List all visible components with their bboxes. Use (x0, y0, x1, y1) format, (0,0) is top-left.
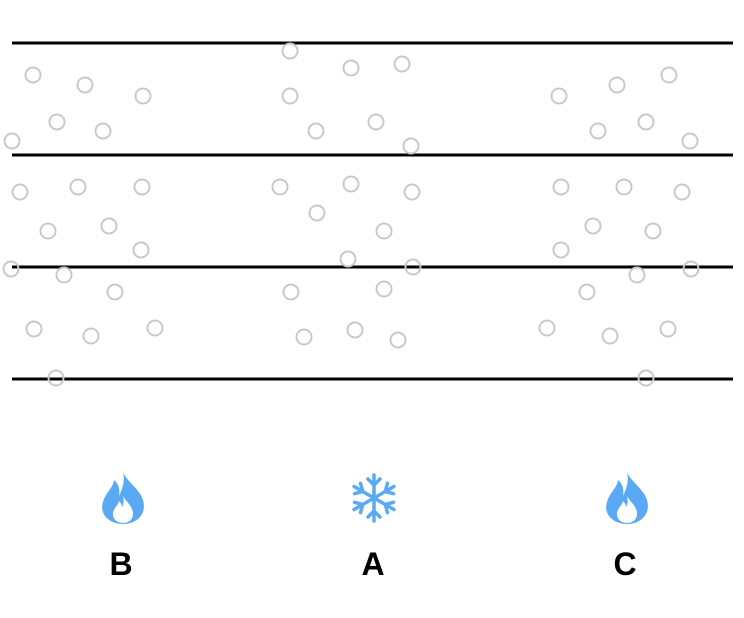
particle (106, 283, 124, 301)
particle (146, 319, 164, 337)
particle (281, 87, 299, 105)
particle (11, 183, 29, 201)
column-label-a: A (361, 546, 385, 582)
particle (659, 320, 677, 338)
particle (281, 42, 299, 60)
particle (608, 76, 626, 94)
particles-group (2, 42, 700, 387)
particle (375, 280, 393, 298)
particle (637, 369, 655, 387)
particle (615, 178, 633, 196)
particle (589, 122, 607, 140)
particle (307, 122, 325, 140)
flame-icon (98, 470, 148, 526)
particle (308, 204, 326, 222)
particle (637, 113, 655, 131)
particle-diagram (2, 41, 733, 387)
particle (660, 66, 678, 84)
particle (342, 175, 360, 193)
particle (402, 137, 420, 155)
particle (25, 320, 43, 338)
particle (47, 369, 65, 387)
particle (389, 331, 407, 349)
particle (673, 183, 691, 201)
snowflake-icon (349, 470, 399, 526)
particle (132, 241, 150, 259)
particle (367, 113, 385, 131)
particle (346, 321, 364, 339)
column-label-b: B (109, 546, 133, 582)
particle (69, 178, 87, 196)
particle (538, 319, 556, 337)
particle (133, 178, 151, 196)
particle (342, 59, 360, 77)
particle (55, 266, 73, 284)
particle (584, 217, 602, 235)
particle (94, 122, 112, 140)
particle (601, 327, 619, 345)
particle (339, 250, 357, 268)
particle (282, 283, 300, 301)
particle (682, 260, 700, 278)
particle (82, 327, 100, 345)
particle (3, 132, 21, 150)
particle (375, 222, 393, 240)
flame-icon (602, 470, 652, 526)
particle (552, 178, 570, 196)
particle (578, 283, 596, 301)
particle (552, 241, 570, 259)
column-label-c: C (613, 546, 637, 582)
particle (2, 260, 20, 278)
particle (48, 113, 66, 131)
particle (271, 178, 289, 196)
particle (681, 132, 699, 150)
particle (295, 328, 313, 346)
particle (393, 55, 411, 73)
particle (39, 222, 57, 240)
particle (550, 87, 568, 105)
particle (76, 76, 94, 94)
particle (24, 66, 42, 84)
particle (403, 183, 421, 201)
particle (404, 258, 422, 276)
particle (628, 266, 646, 284)
particle (134, 87, 152, 105)
particle (644, 222, 662, 240)
particle (100, 217, 118, 235)
